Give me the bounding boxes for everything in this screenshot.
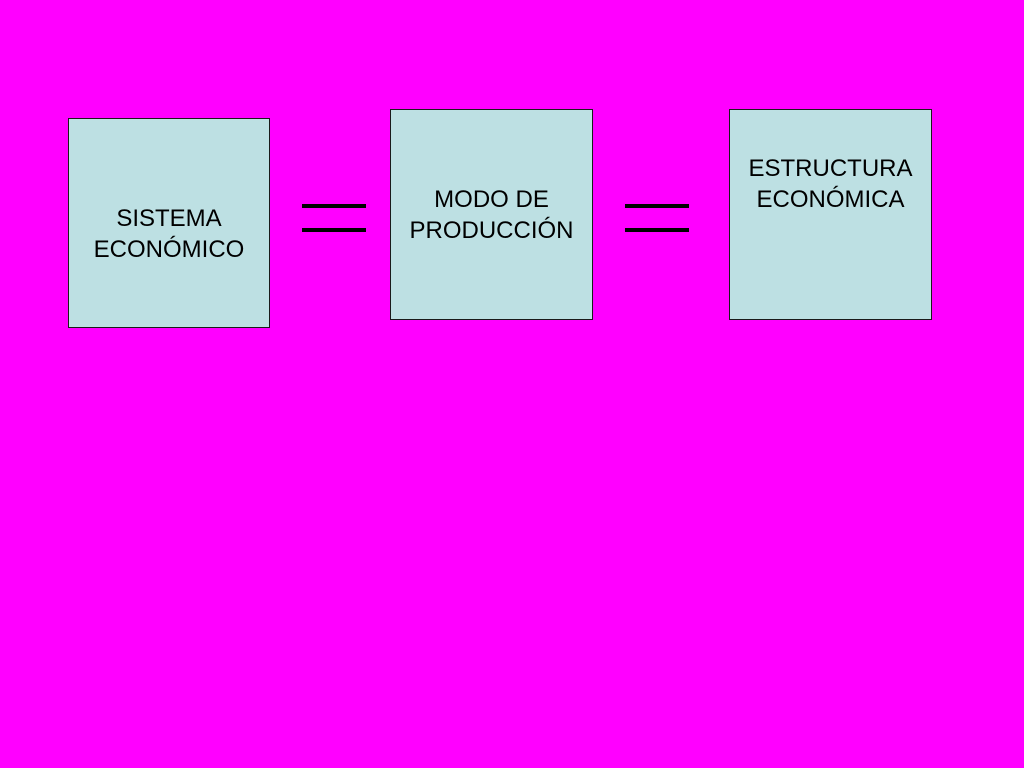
equals-sign-icon [625,204,689,232]
equals-bar-bottom [302,228,366,232]
equals-bar-top [625,204,689,208]
box-sistema-economico: SISTEMA ECONÓMICO [68,118,270,328]
box-label-estructura-economica: ESTRUCTURA ECONÓMICA [748,154,913,213]
box-label-sistema-economico: SISTEMA ECONÓMICO [93,205,245,263]
box-modo-de-produccion: MODO DE PRODUCCIÓN [390,109,593,320]
equals-sign-icon [302,204,366,232]
box-label-modo-de-produccion: MODO DE PRODUCCIÓN [409,185,574,244]
box-estructura-economica: ESTRUCTURA ECONÓMICA [729,109,932,320]
equals-bar-bottom [625,228,689,232]
equals-bar-top [302,204,366,208]
